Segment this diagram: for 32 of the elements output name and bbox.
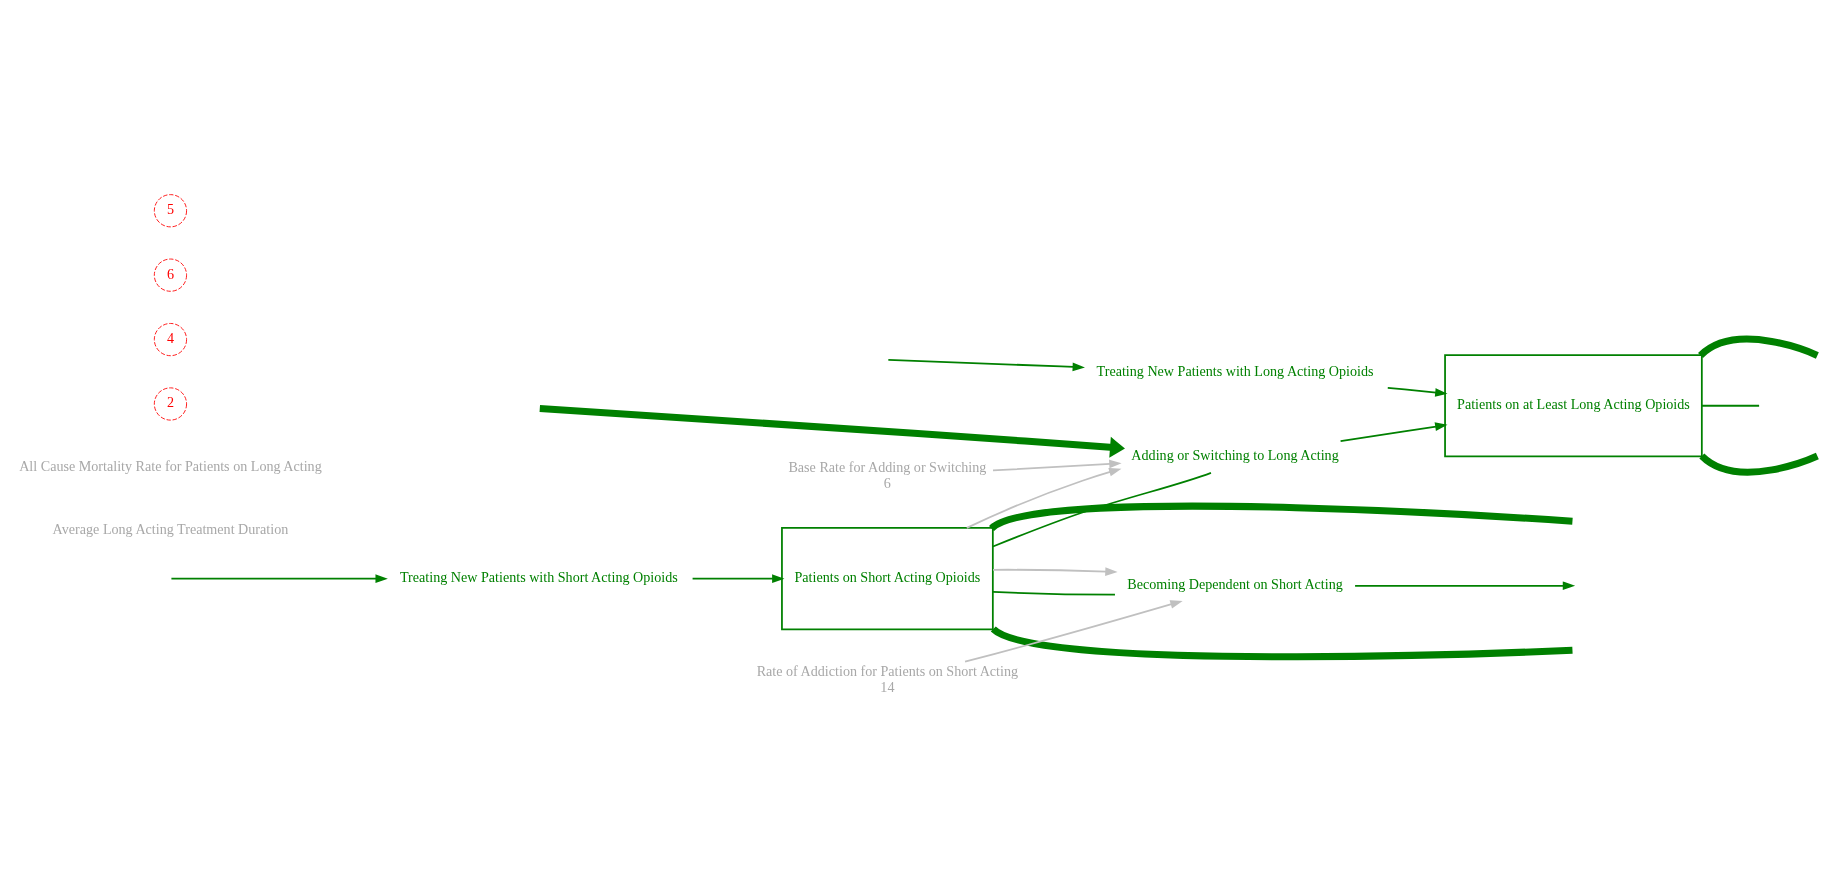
connector xyxy=(991,625,1573,661)
arrow xyxy=(887,359,1085,372)
node-box: Patients on Short Acting Opioids xyxy=(781,527,994,631)
arrow xyxy=(964,600,1183,663)
node-text: Treating New Patients with Short Acting Opioids xyxy=(399,569,678,586)
node-text: Base Rate for Adding or Switching 6 xyxy=(788,458,987,491)
arrow xyxy=(992,567,1118,576)
node-text: Becoming Dependent on Short Acting xyxy=(1127,576,1343,593)
arrow xyxy=(691,574,785,584)
connector xyxy=(1698,335,1819,359)
connector xyxy=(990,502,1573,532)
arrow xyxy=(1339,422,1448,442)
arrow xyxy=(539,404,1125,458)
connector xyxy=(1699,452,1819,476)
node-text: All Cause Mortality Rate for Patients on Long Acting xyxy=(19,457,322,474)
label: 4 xyxy=(166,329,174,346)
arrow xyxy=(1354,581,1576,591)
node-box: Patients on at Least Long Acting Opioids xyxy=(1444,354,1703,458)
connector xyxy=(1701,404,1760,407)
node-text: Average Long Acting Treatment Duration xyxy=(52,521,289,538)
label: 2 xyxy=(166,394,174,411)
arrow xyxy=(992,459,1122,472)
arrow xyxy=(965,467,1122,529)
node-text: Adding or Switching to Long Acting xyxy=(1131,447,1339,464)
label: 5 xyxy=(166,201,174,218)
connector xyxy=(992,591,1116,596)
arrow xyxy=(170,574,388,584)
node-text: Treating New Patients with Long Acting Opioids xyxy=(1096,363,1374,380)
node-text: Rate of Addiction for Patients on Short Acting 14 xyxy=(756,663,1019,696)
label: 6 xyxy=(166,265,174,282)
arrow xyxy=(1386,386,1448,397)
connector xyxy=(992,471,1212,548)
